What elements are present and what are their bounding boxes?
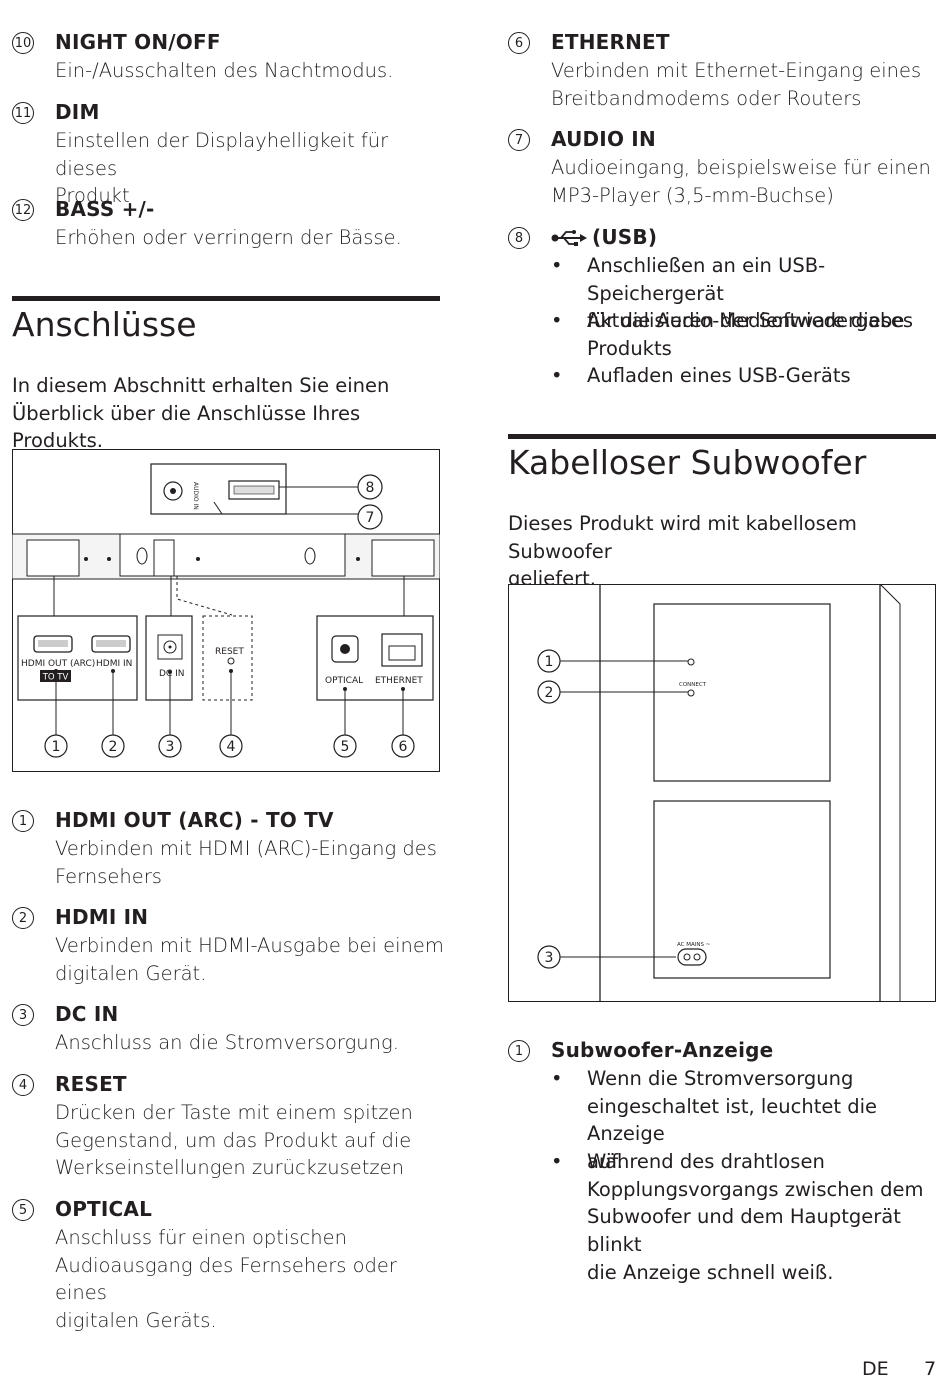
callout-number: 11 bbox=[12, 102, 34, 124]
callout-number: 7 bbox=[508, 129, 530, 151]
item-title: DC IN bbox=[55, 1002, 119, 1026]
right-column: 6 ETHERNET Verbinden mit Ethernet-Eingan… bbox=[508, 0, 948, 1387]
right-column-bottom: 1 Subwoofer-Anzeige • Wenn die Stromvers… bbox=[508, 0, 948, 1387]
item-title: OPTICAL bbox=[55, 1197, 153, 1221]
connect-label: CONNECT bbox=[679, 682, 707, 688]
hdmi-out-label: HDMI OUT (ARC) bbox=[21, 659, 95, 669]
footer-language: DE bbox=[862, 1358, 889, 1380]
callout-6: 6 bbox=[399, 739, 408, 755]
item-title: DIM bbox=[55, 100, 100, 124]
item-title: BASS +/- bbox=[55, 197, 155, 221]
callout-number: 4 bbox=[12, 1074, 34, 1096]
callout-2: 2 bbox=[109, 739, 118, 755]
bullet-dot: • bbox=[551, 254, 563, 277]
section-rule bbox=[508, 434, 936, 439]
item-text: Ein-/Ausschalten des Nachtmodus. bbox=[55, 59, 394, 82]
to-tv-label: TO TV bbox=[42, 673, 69, 683]
ac-mains-label: AC MAINS ~ bbox=[677, 942, 711, 948]
callout-7: 7 bbox=[366, 510, 375, 526]
subwoofer-diagram: CONNECT AC MAINS ~ 1 2 3 bbox=[508, 584, 936, 1002]
callout-number: 10 bbox=[12, 32, 34, 54]
connector-diagram: AUDIO IN 8 7 HDMI OUT (ARC) HDMI IN TO T… bbox=[12, 449, 440, 772]
item-title: (USB) bbox=[592, 225, 658, 249]
item-title: HDMI IN bbox=[55, 905, 149, 929]
audio-in-label: AUDIO IN bbox=[192, 482, 199, 510]
dc-in-label: DC IN bbox=[159, 669, 184, 679]
usb-icon bbox=[551, 230, 587, 246]
callout-number: 3 bbox=[12, 1004, 34, 1026]
callout-number: 1 bbox=[12, 810, 34, 832]
item-title: ETHERNET bbox=[551, 30, 670, 54]
callout-4: 4 bbox=[227, 739, 236, 755]
callout-number: 6 bbox=[508, 32, 530, 54]
callout-8: 8 bbox=[366, 480, 375, 496]
callout-1: 1 bbox=[52, 739, 61, 755]
item-title: Subwoofer-Anzeige bbox=[551, 1038, 774, 1062]
item-text: Einstellen der Displayhelligkeit für die… bbox=[55, 129, 389, 208]
item-title: NIGHT ON/OFF bbox=[55, 30, 221, 54]
bullet-dot: • bbox=[551, 364, 563, 387]
optical-label: OPTICAL bbox=[325, 676, 363, 686]
left-column-items: 1 HDMI OUT (ARC) - TO TV Verbinden mit H… bbox=[12, 0, 452, 1387]
item-title: HDMI OUT (ARC) - TO TV bbox=[55, 808, 334, 832]
ethernet-label: ETHERNET bbox=[375, 676, 423, 686]
footer-page-number: 7 bbox=[924, 1358, 937, 1380]
callout-number: 1 bbox=[508, 1040, 530, 1062]
bullet-dot: • bbox=[551, 309, 563, 332]
callout-3: 3 bbox=[166, 739, 175, 755]
sub-callout-2: 2 bbox=[545, 685, 554, 701]
item-title: AUDIO IN bbox=[551, 127, 656, 151]
section-heading-subwoofer: Kabelloser Subwoofer bbox=[508, 443, 867, 482]
left-column: 10 NIGHT ON/OFF Ein-/Ausschalten des Nac… bbox=[12, 0, 452, 1387]
item-text: Erhöhen oder verringern der Bässe. bbox=[55, 226, 402, 249]
callout-number: 12 bbox=[12, 199, 34, 221]
callout-number: 5 bbox=[12, 1199, 34, 1221]
bullet-dot: • bbox=[551, 1150, 563, 1173]
item-title: RESET bbox=[55, 1072, 127, 1096]
bullet-dot: • bbox=[551, 1067, 563, 1090]
sub-callout-3: 3 bbox=[545, 950, 554, 966]
callout-5: 5 bbox=[341, 739, 350, 755]
section-heading-anschluesse: Anschlüsse bbox=[12, 305, 197, 344]
section-rule bbox=[12, 296, 440, 301]
callout-number: 2 bbox=[12, 907, 34, 929]
reset-label: RESET bbox=[215, 647, 244, 657]
callout-number: 8 bbox=[508, 227, 530, 249]
item-text: Anschluss an die Stromversorgung. bbox=[55, 1031, 399, 1054]
sub-callout-1: 1 bbox=[545, 654, 554, 670]
hdmi-in-label: HDMI IN bbox=[96, 659, 132, 669]
